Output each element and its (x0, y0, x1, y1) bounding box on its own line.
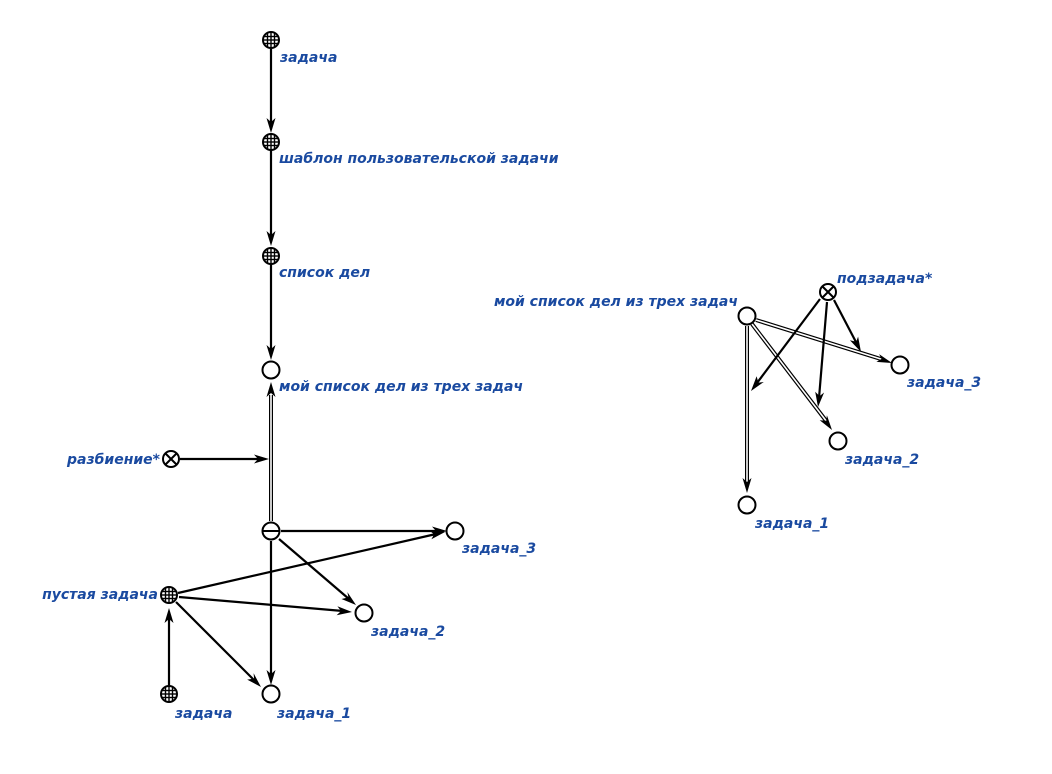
edge-pustaya-to-zadacha2 (178, 595, 352, 616)
grid-circle-icon (160, 685, 178, 703)
empty-circle-icon (445, 521, 465, 541)
empty-circle-icon (354, 603, 374, 623)
edge-podzadacha-to-double-line-3 (833, 299, 861, 352)
edge-bundle-to-zadacha3 (281, 526, 447, 536)
cross-circle-icon (162, 450, 180, 468)
grid-circle-icon (262, 133, 280, 151)
left-graph-edges (164, 49, 447, 687)
label-zadacha-top: задача (279, 50, 337, 66)
right-graph-nodes (737, 283, 910, 515)
edge-pustaya-to-zadacha1 (175, 601, 261, 687)
edge-podzadacha-to-double-line (751, 298, 821, 391)
node-bundle[interactable] (261, 521, 281, 541)
edge-spisok-to-moy-spisok (266, 264, 276, 360)
edge-podzadacha-to-double-line-2 (815, 301, 829, 407)
edge-bundle-to-zadacha1 (266, 541, 276, 685)
label-pustaya-zadacha: пустая задача (42, 587, 158, 603)
node-moy-spisok-right[interactable] (737, 306, 757, 326)
label-zadacha1-left: задача_1 (276, 706, 351, 722)
node-moy-spisok-left[interactable] (261, 360, 281, 380)
node-zadacha2-left[interactable] (354, 603, 374, 623)
node-zadacha3-left[interactable] (445, 521, 465, 541)
label-zadacha3-left: задача_3 (461, 541, 536, 557)
edge-bundle-to-moy-spisok-double (266, 382, 276, 521)
node-zadacha1-left[interactable] (261, 684, 281, 704)
grid-circle-icon (262, 31, 280, 49)
grid-circle-icon (160, 586, 178, 604)
node-zadacha-top[interactable] (262, 31, 280, 49)
label-zadacha2-right: задача_2 (844, 452, 919, 468)
cross-circle-icon (819, 283, 837, 301)
edge-zadacha-bottom-to-pustaya (164, 608, 174, 685)
node-shablon[interactable] (262, 133, 280, 151)
node-zadacha1-right[interactable] (737, 495, 757, 515)
node-zadacha3-right[interactable] (890, 355, 910, 375)
edge-moy-spisok-right-to-zadacha3-double (755, 318, 892, 363)
node-pustaya-zadacha[interactable] (160, 586, 178, 604)
left-graph-nodes (160, 31, 465, 704)
node-zadacha2-right[interactable] (828, 431, 848, 451)
edge-pustaya-to-zadacha3 (177, 530, 445, 595)
node-zadacha-bottom[interactable] (160, 685, 178, 703)
label-zadacha-bottom: задача (174, 706, 232, 722)
label-zadacha1-right: задача_1 (754, 516, 829, 532)
label-zadacha3-right: задача_3 (906, 375, 981, 391)
label-spisok-del: список дел (279, 265, 370, 281)
edge-moy-spisok-right-to-zadacha1-double (742, 326, 752, 493)
label-podzadacha: подзадача* (837, 271, 933, 287)
edge-shablon-to-spisok (266, 150, 276, 246)
edge-zadacha-to-shablon (266, 49, 276, 133)
edge-moy-spisok-right-to-zadacha2-double (750, 322, 832, 430)
node-razbienie[interactable] (162, 450, 180, 468)
bar-circle-icon (261, 521, 281, 541)
right-graph-edges (742, 298, 892, 493)
empty-circle-icon (890, 355, 910, 375)
empty-circle-icon (261, 360, 281, 380)
label-moy-spisok-right: мой список дел из трех задач (494, 294, 738, 310)
labels: задача шаблон пользовательской задачи сп… (42, 50, 981, 722)
node-podzadacha[interactable] (819, 283, 837, 301)
label-zadacha2-left: задача_2 (370, 624, 445, 640)
node-spisok-del[interactable] (262, 247, 280, 265)
label-moy-spisok-left: мой список дел из трех задач (279, 379, 523, 395)
edge-bundle-to-zadacha2 (278, 538, 356, 605)
label-razbienie: разбиение* (66, 452, 161, 468)
empty-circle-icon (737, 495, 757, 515)
empty-circle-icon (261, 684, 281, 704)
empty-circle-icon (737, 306, 757, 326)
grid-circle-icon (262, 247, 280, 265)
edge-razbienie-to-double-line (180, 454, 269, 464)
label-shablon: шаблон пользовательской задачи (279, 151, 559, 167)
empty-circle-icon (828, 431, 848, 451)
